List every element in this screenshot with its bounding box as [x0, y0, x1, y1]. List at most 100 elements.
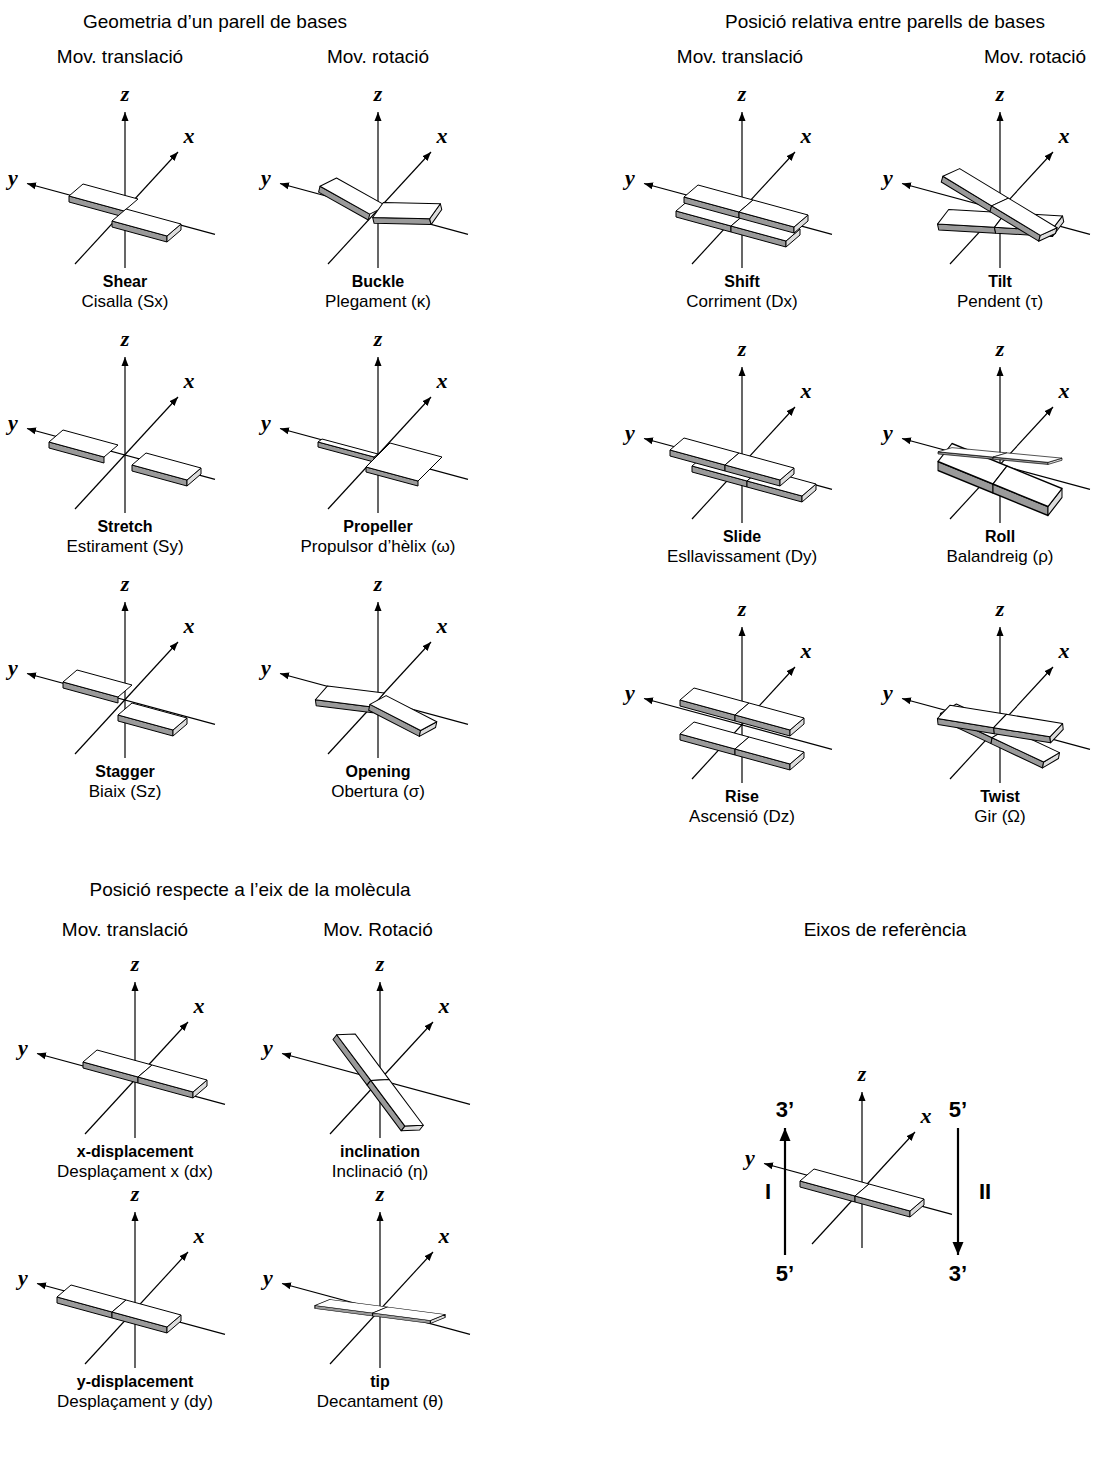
- axis-label: z: [374, 326, 383, 352]
- axis-label: z: [121, 326, 130, 352]
- parameter-name: Tilt: [988, 273, 1012, 291]
- axis-label: z: [996, 336, 1005, 362]
- parameter-caption: Ascensió (Dz): [689, 807, 795, 827]
- axis-label: y: [261, 410, 271, 436]
- shear-figure: [27, 112, 215, 268]
- axis-label: x: [194, 1223, 205, 1249]
- axis-label: y: [8, 410, 18, 436]
- axis-label: z: [738, 596, 747, 622]
- axis-label: z: [121, 81, 130, 107]
- twist-figure: [902, 627, 1090, 783]
- axis-label: y: [625, 420, 635, 446]
- axis-label: z: [996, 596, 1005, 622]
- axis-label: x: [437, 613, 448, 639]
- axis-label: y: [263, 1265, 273, 1291]
- axis-label: x: [194, 993, 205, 1019]
- parameter-caption: Balandreig (ρ): [947, 547, 1054, 567]
- parameter-caption: Obertura (σ): [331, 782, 425, 802]
- axis-label: y: [8, 165, 18, 191]
- axis-label: x: [1059, 123, 1070, 149]
- axis-label: x: [437, 123, 448, 149]
- section-heading: Mov. rotació: [984, 46, 1086, 68]
- parameter-caption: Corriment (Dx): [686, 292, 797, 312]
- axis-label: y: [261, 165, 271, 191]
- roll-figure: [902, 367, 1090, 523]
- parameter-name: Stretch: [97, 518, 152, 536]
- axis-label: z: [376, 1181, 385, 1207]
- axis-label: x: [184, 368, 195, 394]
- axis-label: x: [1059, 638, 1070, 664]
- axis-label: z: [738, 81, 747, 107]
- opening-figure: [280, 602, 468, 758]
- axis-label: y: [883, 165, 893, 191]
- section-heading: Geometria d’un parell de bases: [83, 11, 347, 33]
- parameter-name: x-displacement: [77, 1143, 193, 1161]
- section-heading: Eixos de referència: [804, 919, 967, 941]
- strand-label: I: [765, 1179, 771, 1205]
- axis-label: x: [1059, 378, 1070, 404]
- axis-label: y: [883, 680, 893, 706]
- parameter-name: Propeller: [343, 518, 412, 536]
- parameter-caption: Inclinació (η): [332, 1162, 428, 1182]
- stagger-figure: [27, 602, 215, 758]
- tip-figure: [282, 1212, 470, 1368]
- axis-label: y: [18, 1035, 28, 1061]
- parameter-name: Shear: [103, 273, 147, 291]
- parameter-caption: Cisalla (Sx): [82, 292, 169, 312]
- axis-label: x: [439, 1223, 450, 1249]
- parameter-name: Buckle: [352, 273, 404, 291]
- axis-label: y: [261, 655, 271, 681]
- section-heading: Mov. translació: [677, 46, 803, 68]
- parameter-caption: Desplaçament y (dy): [57, 1392, 213, 1412]
- parameter-name: Twist: [980, 788, 1020, 806]
- parameter-name: Roll: [985, 528, 1015, 546]
- axis-label: x: [184, 123, 195, 149]
- parameter-caption: Estirament (Sy): [66, 537, 183, 557]
- axis-label: y: [8, 655, 18, 681]
- parameter-name: inclination: [340, 1143, 420, 1161]
- strand-label: 5’: [949, 1097, 967, 1123]
- parameter-name: Opening: [346, 763, 411, 781]
- stretch-figure: [27, 357, 215, 513]
- reference-figure: [764, 1092, 952, 1248]
- axis-label: y: [18, 1265, 28, 1291]
- axis-label: x: [439, 993, 450, 1019]
- parameter-caption: Esllavissament (Dy): [667, 547, 817, 567]
- strand-label: 3’: [776, 1097, 794, 1123]
- section-heading: Posició relativa entre parells de bases: [725, 11, 1045, 33]
- parameter-name: Stagger: [95, 763, 155, 781]
- axis-label: x: [801, 123, 812, 149]
- parameter-caption: Biaix (Sz): [89, 782, 162, 802]
- axis-label: x: [921, 1103, 932, 1129]
- strand-label: 5’: [776, 1261, 794, 1287]
- section-heading: Mov. translació: [62, 919, 188, 941]
- axis-label: z: [996, 81, 1005, 107]
- axis-label: z: [131, 1181, 140, 1207]
- slide-figure: [644, 367, 832, 523]
- axis-label: z: [374, 81, 383, 107]
- axis-label: z: [376, 951, 385, 977]
- parameter-name: Slide: [723, 528, 761, 546]
- parameter-caption: Propulsor d’hèlix (ω): [301, 537, 456, 557]
- parameter-caption: Plegament (κ): [325, 292, 431, 312]
- parameter-name: Shift: [724, 273, 760, 291]
- y-displacement-figure: [37, 1212, 225, 1368]
- parameter-name: y-displacement: [77, 1373, 193, 1391]
- axis-label: y: [745, 1145, 755, 1171]
- parameter-caption: Desplaçament x (dx): [57, 1162, 213, 1182]
- axis-label: y: [263, 1035, 273, 1061]
- parameter-caption: Decantament (θ): [317, 1392, 444, 1412]
- axis-label: z: [121, 571, 130, 597]
- buckle-figure: [280, 112, 468, 268]
- strand-arrows: [785, 1128, 958, 1255]
- inclination-figure: [282, 982, 470, 1139]
- shift-figure: [644, 112, 832, 268]
- section-heading: Mov. translació: [57, 46, 183, 68]
- axis-label: z: [858, 1061, 867, 1087]
- axis-label: y: [883, 420, 893, 446]
- axis-label: y: [625, 165, 635, 191]
- axis-label: x: [437, 368, 448, 394]
- axis-label: z: [131, 951, 140, 977]
